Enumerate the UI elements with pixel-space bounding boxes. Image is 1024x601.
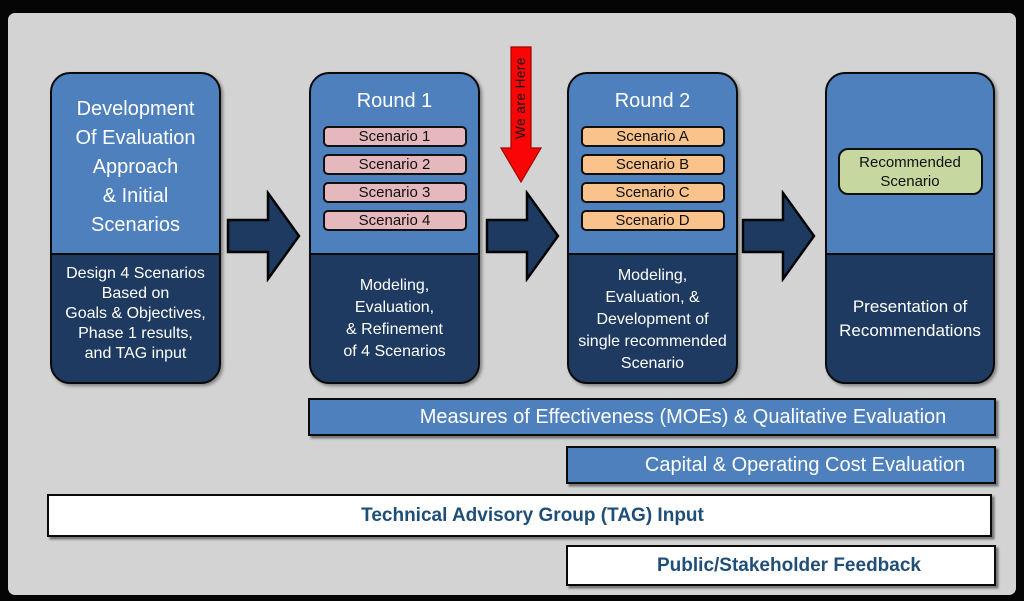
bar-tag-input: Technical Advisory Group (TAG) Input <box>47 494 992 537</box>
stage-development-box: Development Of Evaluation Approach & Ini… <box>50 72 221 384</box>
scenario-chip: Scenario 3 <box>322 182 467 203</box>
we-are-here-label: We are Here <box>513 57 528 139</box>
stage-round2-box: Round 2 Scenario A Scenario B Scenario C… <box>567 72 738 384</box>
we-are-here-arrow-icon <box>500 46 542 183</box>
recommended-scenario-chip: Recommended Scenario <box>837 148 983 195</box>
diagram-background-panel: Development Of Evaluation Approach & Ini… <box>8 13 1016 595</box>
flow-arrow-icon <box>485 190 560 282</box>
stage-development-header-area: Development Of Evaluation Approach & Ini… <box>52 74 219 255</box>
stage-development-title: Development Of Evaluation Approach & Ini… <box>75 98 196 236</box>
scenario-chip: Scenario 1 <box>322 126 467 147</box>
stage-round2-header-area: Round 2 Scenario A Scenario B Scenario C… <box>569 74 736 255</box>
stage-round1-box: Round 1 Scenario 1 Scenario 2 Scenario 3… <box>309 72 480 384</box>
scenario-chip: Scenario B <box>580 154 725 175</box>
stage-round1-header-area: Round 1 Scenario 1 Scenario 2 Scenario 3… <box>311 74 478 255</box>
stage-development-description: Design 4 Scenarios Based on Goals & Obje… <box>65 265 206 362</box>
stage-round1-description: Modeling, Evaluation, & Refinement of 4 … <box>343 277 446 360</box>
stage-recommendation-box: Recommended Scenario Presentation of Rec… <box>825 72 995 384</box>
round1-scenario-list: Scenario 1 Scenario 2 Scenario 3 Scenari… <box>311 126 478 231</box>
round1-title: Round 1 <box>356 90 433 112</box>
bar-public-stakeholder-feedback: Public/Stakeholder Feedback <box>566 545 996 586</box>
scenario-chip: Scenario C <box>580 182 725 203</box>
stage-recommendation-description: Presentation of Recommendations <box>839 296 981 340</box>
round2-scenario-list: Scenario A Scenario B Scenario C Scenari… <box>569 126 736 231</box>
scenario-chip: Scenario D <box>580 210 725 231</box>
scenario-chip: Scenario 2 <box>322 154 467 175</box>
round2-title: Round 2 <box>614 90 691 112</box>
flow-arrow-icon <box>226 190 301 282</box>
bar-moes-qualitative-evaluation: Measures of Effectiveness (MOEs) & Quali… <box>308 398 996 436</box>
bar-capital-operating-cost: Capital & Operating Cost Evaluation <box>566 446 996 484</box>
scenario-chip: Scenario 4 <box>322 210 467 231</box>
flow-arrow-icon <box>741 190 816 282</box>
stage-round2-description: Modeling, Evaluation, & Development of s… <box>578 267 727 372</box>
scenario-chip: Scenario A <box>580 126 725 147</box>
stage-recommendation-header-area: Recommended Scenario <box>827 74 993 255</box>
